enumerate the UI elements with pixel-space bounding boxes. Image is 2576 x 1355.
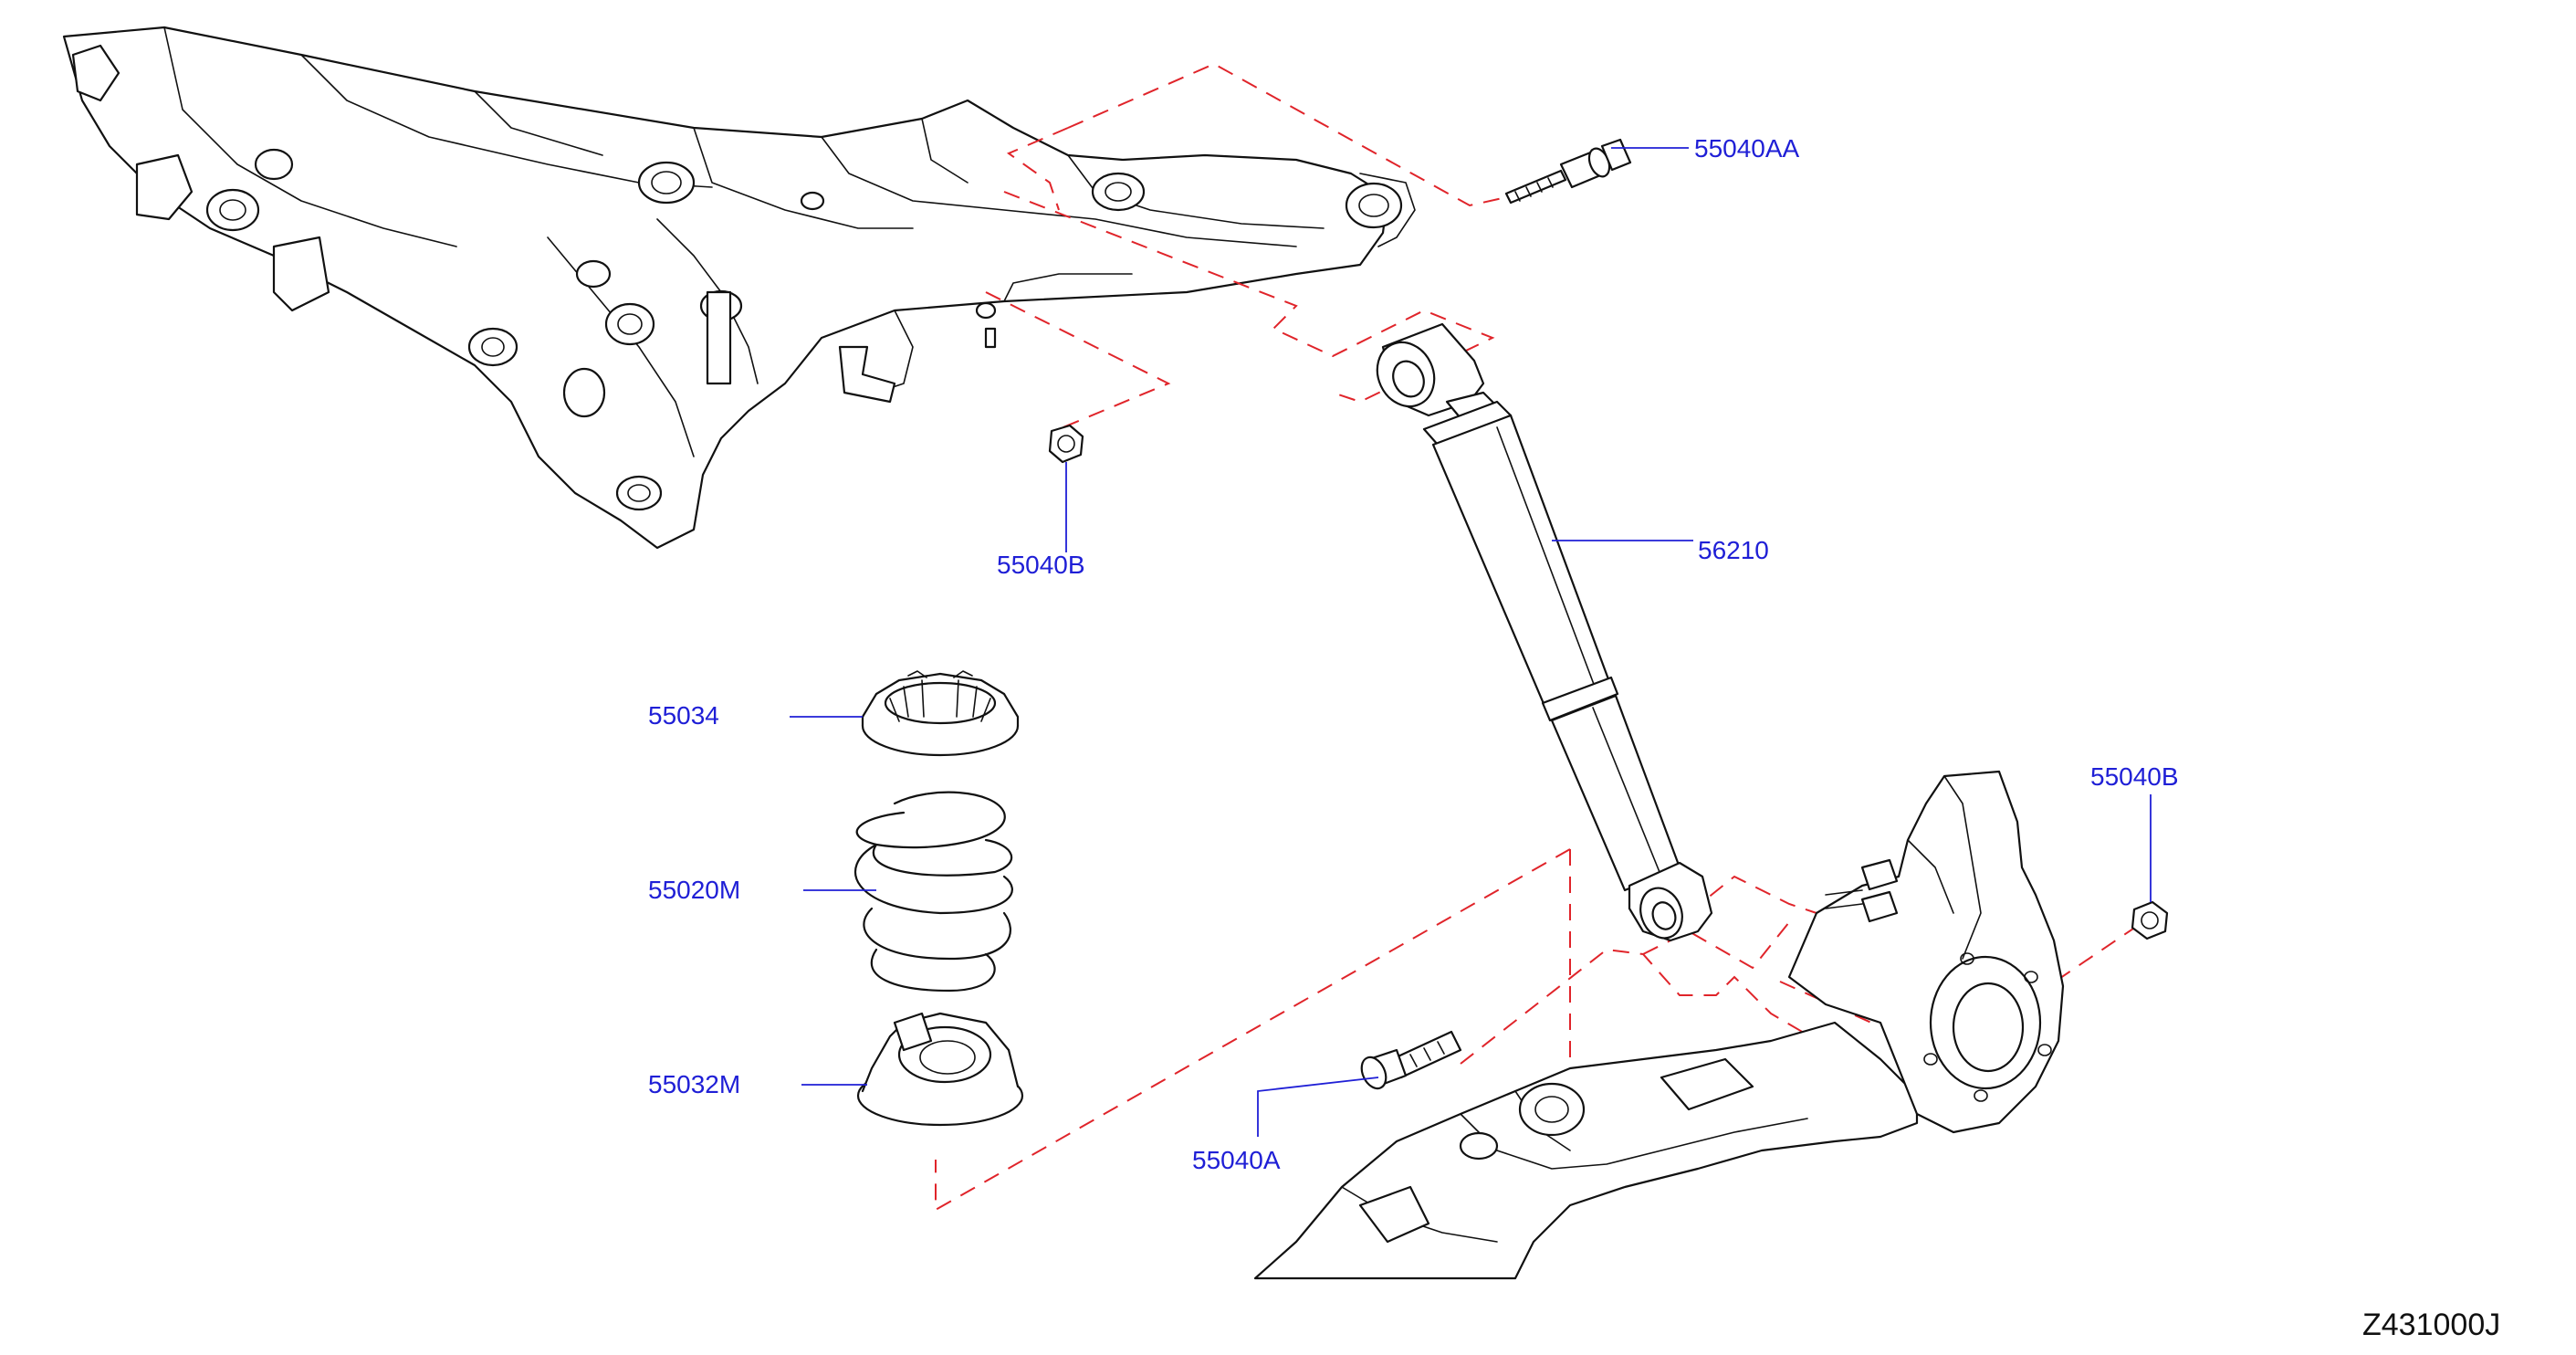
label-55020M: 55020M: [648, 876, 740, 904]
coil-spring: [854, 791, 1013, 993]
shock-absorber: [1376, 322, 1713, 942]
label-55040B-lower: 55040B: [2090, 762, 2179, 791]
label-55040A: 55040A: [1192, 1146, 1281, 1174]
leader-lines: [790, 147, 2152, 1137]
upper-spring-seat: [861, 670, 1020, 757]
label-55034: 55034: [648, 701, 719, 730]
knuckle-and-lower-arm: [1253, 770, 2065, 1280]
upper-bolt: [1504, 138, 1632, 205]
label-55032M: 55032M: [648, 1070, 740, 1098]
label-55040AA: 55040AA: [1694, 134, 1800, 163]
lower-bolt: [1360, 1030, 1462, 1090]
label-56210: 56210: [1698, 536, 1769, 564]
label-55040B-upper: 55040B: [997, 551, 1085, 579]
rear-subframe: [62, 26, 1416, 550]
upper-nut: [1048, 424, 1084, 464]
drawing-code: Z431000J: [2362, 1308, 2500, 1342]
lower-spring-seat: [856, 1012, 1024, 1127]
lower-nut: [2131, 900, 2169, 940]
